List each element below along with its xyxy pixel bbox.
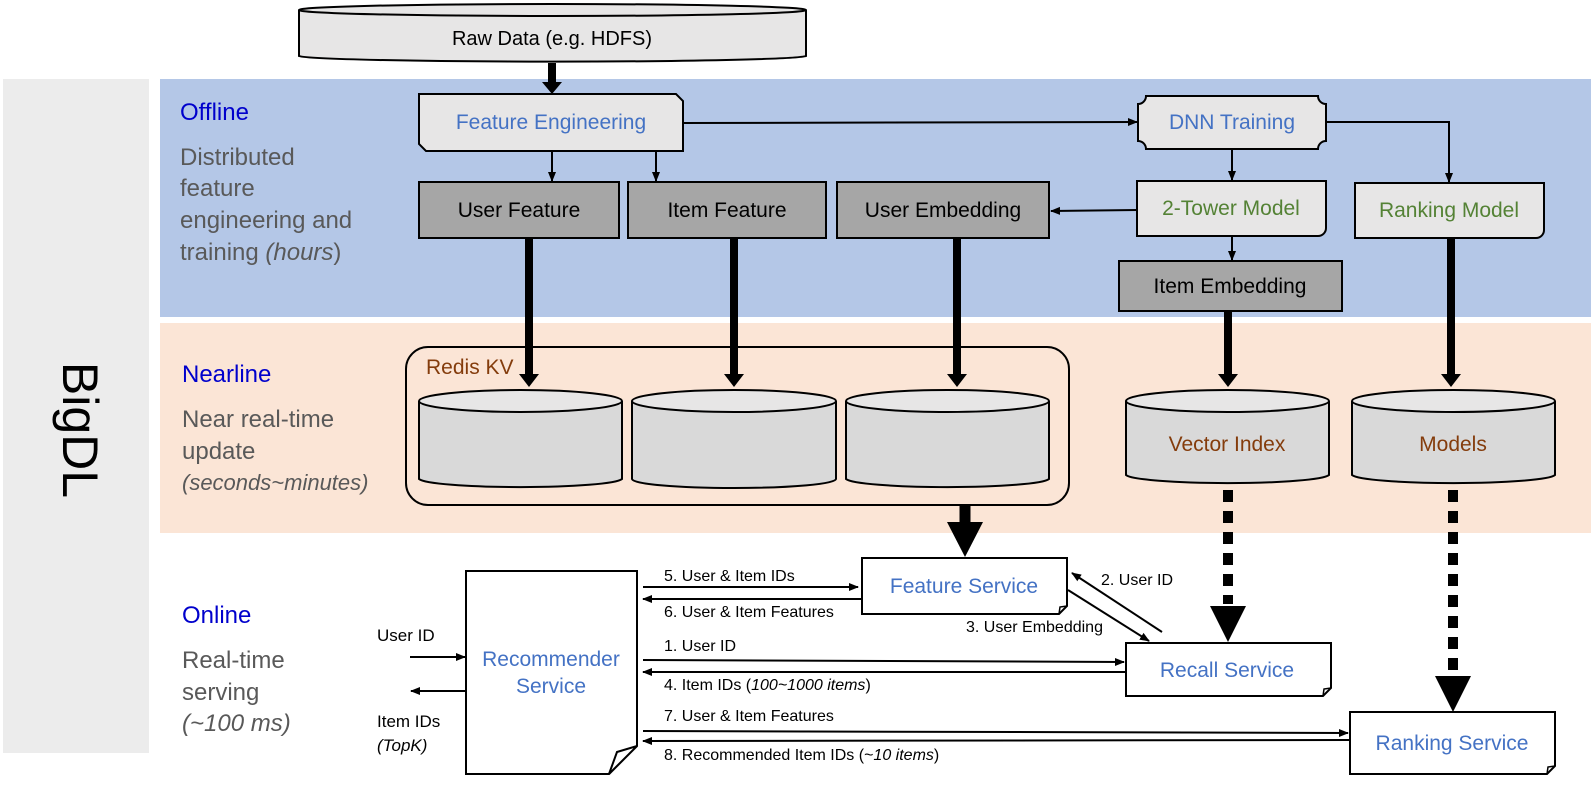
user-id-input-label: User ID: [377, 626, 435, 645]
edge-label-8: 8. Recommended Item IDs (~10 items): [664, 747, 939, 764]
redis-cylinder-user-embedding: [845, 389, 1050, 489]
dnn-training-box: DNN Training: [1137, 95, 1327, 150]
edge-label-3: 3. User Embedding: [966, 619, 1103, 636]
thick-arrow-item-embedding-to-vector-index: [1218, 312, 1238, 387]
vector-index-label: Vector Index: [1169, 433, 1286, 456]
dashed-arrow-vector-index-to-recall: [1210, 490, 1246, 642]
arrow-fe-to-dnn: [682, 118, 1138, 127]
ranking-service-label: Ranking Service: [1376, 732, 1529, 755]
edge-1: [642, 657, 1125, 666]
edge-label-4-main: 4. Item IDs (: [664, 677, 752, 694]
nearline-desc-1: Near real-time: [182, 406, 334, 433]
edge-7: [642, 728, 1349, 737]
offline-desc-4-tail: ): [333, 239, 341, 266]
edge-3: [1067, 589, 1150, 642]
offline-desc-4: training (hours): [180, 239, 341, 266]
ranking-model-box: Ranking Model: [1354, 182, 1545, 239]
edge-label-6: 6. User & Item Features: [664, 604, 834, 621]
item-ids-output-label: Item IDs: [377, 712, 440, 731]
models-label: Models: [1419, 433, 1487, 456]
edge-label-4-tail: ): [865, 677, 870, 694]
vector-index-store: Vector Index: [1125, 389, 1330, 485]
recommender-service-label-2: Service: [516, 675, 586, 698]
two-tower-model-box: 2-Tower Model: [1136, 180, 1327, 237]
edge-label-7: 7. User & Item Features: [664, 708, 834, 725]
thick-arrowhead-raw-to-fe: [542, 82, 562, 94]
side-title: BigDL: [52, 362, 108, 498]
online-desc-3: (~100 ms): [182, 710, 291, 737]
redis-kv-label: Redis KV: [426, 356, 514, 379]
item-embedding-box: Item Embedding: [1118, 260, 1343, 312]
raw-data-label: Raw Data (e.g. HDFS): [452, 28, 652, 50]
item-feature-box: Item Feature: [627, 181, 827, 239]
edge-label-8-italic: 10 items: [873, 747, 933, 764]
edge-label-8-main: 8. Recommended Item IDs (~: [664, 747, 873, 764]
online-desc-2: serving: [182, 679, 259, 706]
item-embedding-label: Item Embedding: [1154, 275, 1307, 298]
ranking-model-label: Ranking Model: [1379, 199, 1519, 222]
arrow-two-tower-to-user-embedding: [1050, 206, 1138, 215]
offline-desc-4-main: training: [180, 239, 265, 266]
thick-arrow-user-feature-to-redis: [519, 239, 539, 387]
feature-service-label: Feature Service: [890, 575, 1038, 598]
recall-service-box: Recall Service: [1125, 642, 1332, 697]
offline-desc-4-italic: (hours: [265, 239, 333, 266]
redis-cylinder-item-feature: [631, 389, 837, 489]
offline-desc-2: feature: [180, 175, 255, 202]
recall-service-label: Recall Service: [1160, 659, 1294, 682]
models-store: Models: [1351, 389, 1556, 485]
edge-label-8-tail: ): [934, 747, 939, 764]
thick-arrow-user-embedding-to-redis: [947, 239, 967, 387]
feature-engineering-label: Feature Engineering: [456, 111, 646, 134]
user-feature-label: User Feature: [458, 199, 581, 222]
edge-2: [1071, 572, 1163, 633]
edge-8: [642, 736, 1351, 745]
recommender-service-box: Recommender Service: [465, 570, 638, 775]
user-feature-box: User Feature: [418, 181, 620, 239]
offline-title: Offline: [180, 99, 249, 126]
online-title: Online: [182, 602, 251, 629]
arrow-dnn-to-ranking-model: [1326, 121, 1453, 183]
item-ids-output-sub: (TopK): [377, 736, 427, 755]
user-embedding-label: User Embedding: [865, 199, 1021, 222]
feature-engineering-box: Feature Engineering: [418, 93, 684, 152]
recommender-service-label-1: Recommender: [482, 648, 620, 671]
item-feature-label: Item Feature: [667, 199, 786, 222]
dnn-training-label: DNN Training: [1169, 111, 1295, 134]
thick-arrow-ranking-model-to-models: [1441, 239, 1461, 387]
edge-label-5: 5. User & Item IDs: [664, 568, 795, 585]
edge-label-1: 1. User ID: [664, 638, 736, 655]
side-panel: [3, 79, 149, 753]
dashed-arrow-redis-to-feature-service: [947, 506, 983, 557]
user-embedding-box: User Embedding: [836, 181, 1050, 239]
edge-label-2: 2. User ID: [1101, 572, 1173, 589]
dashed-arrow-models-to-ranking-service: [1435, 490, 1471, 712]
nearline-title: Nearline: [182, 361, 271, 388]
two-tower-model-label: 2-Tower Model: [1162, 197, 1300, 220]
feature-service-box: Feature Service: [861, 557, 1068, 615]
edge-label-4-italic: 100~1000 items: [751, 677, 865, 694]
offline-desc-1: Distributed: [180, 144, 295, 171]
online-desc-1: Real-time: [182, 647, 285, 674]
nearline-desc-3: (seconds~minutes): [182, 470, 368, 495]
nearline-desc-2: update: [182, 438, 255, 465]
raw-data-store: Raw Data (e.g. HDFS): [298, 3, 807, 63]
thick-arrow-item-feature-to-redis: [724, 239, 744, 387]
redis-cylinder-user-feature: [418, 389, 623, 489]
offline-desc-3: engineering and: [180, 207, 352, 234]
edge-label-4: 4. Item IDs (100~1000 items): [664, 677, 871, 694]
ranking-service-box: Ranking Service: [1349, 711, 1556, 775]
